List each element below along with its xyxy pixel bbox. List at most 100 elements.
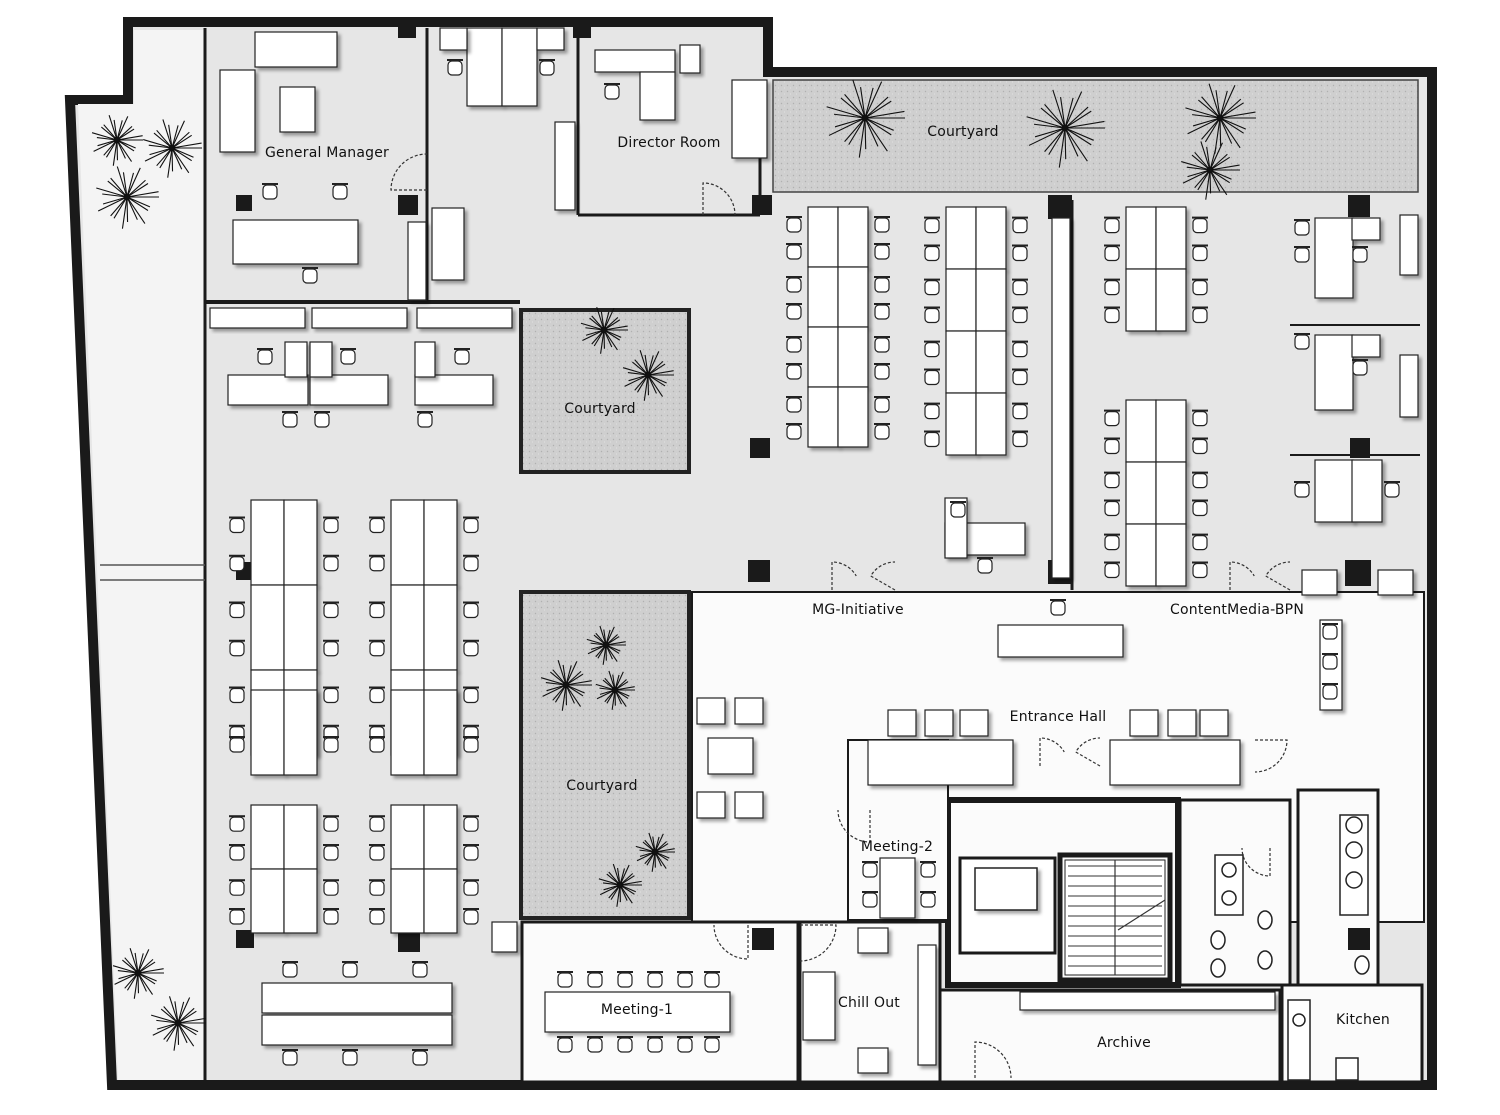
desk-icon xyxy=(250,499,285,586)
desk-icon xyxy=(1199,709,1229,737)
desk-icon xyxy=(679,44,701,74)
office-chair-icon xyxy=(1352,246,1368,263)
stair-treads xyxy=(1068,860,1166,975)
office-chair-icon xyxy=(229,879,245,896)
desk-icon xyxy=(1125,399,1157,463)
office-chair-icon xyxy=(257,348,273,365)
office-chair-icon xyxy=(557,971,573,988)
office-chair-icon xyxy=(463,601,479,619)
office-chair-icon xyxy=(369,908,385,925)
office-chair-icon xyxy=(924,306,940,324)
door-swing-icon xyxy=(1254,739,1288,773)
desk-icon xyxy=(1399,354,1419,418)
desk-icon xyxy=(639,71,676,121)
desk-icon xyxy=(390,584,425,671)
door-swing-icon xyxy=(713,924,749,960)
office-chair-icon xyxy=(1104,306,1120,324)
desk-icon xyxy=(390,804,425,870)
desk-icon xyxy=(1125,523,1157,587)
office-chair-icon xyxy=(1192,306,1208,324)
office-chair-icon xyxy=(1192,409,1208,427)
desk-icon xyxy=(1109,739,1241,786)
desk-icon xyxy=(1377,569,1414,596)
office-chair-icon xyxy=(463,844,479,861)
palm-plant-icon xyxy=(96,166,159,229)
office-chair-icon xyxy=(1104,437,1120,455)
office-chair-icon xyxy=(369,516,385,534)
office-chair-icon xyxy=(229,639,245,657)
desk-icon xyxy=(250,804,285,870)
desk-icon xyxy=(250,868,285,934)
office-chair-icon xyxy=(874,243,890,260)
desk-icon xyxy=(945,206,977,270)
door-swing-icon xyxy=(974,1041,1012,1079)
lift-icon xyxy=(958,856,1057,955)
office-chair-icon xyxy=(1384,481,1400,498)
desk-icon xyxy=(1301,569,1338,596)
office-chair-icon xyxy=(323,516,339,534)
office-chair-icon xyxy=(539,59,555,76)
toilet-icon xyxy=(1210,958,1226,978)
desk-icon xyxy=(439,27,468,51)
desk-icon xyxy=(232,219,359,265)
office-chair-icon xyxy=(369,879,385,896)
desk-icon xyxy=(227,374,309,406)
stair-direction-arrow xyxy=(1117,899,1166,931)
office-chair-icon xyxy=(920,891,936,908)
desk-icon xyxy=(975,268,1007,332)
office-chair-icon xyxy=(463,736,479,753)
desk-icon xyxy=(491,921,518,953)
sink-icon xyxy=(1345,841,1363,859)
desk-icon xyxy=(1167,709,1197,737)
desk-icon xyxy=(261,1014,453,1046)
desk-icon xyxy=(414,374,494,406)
office-chair-icon xyxy=(924,430,940,448)
toilet-icon xyxy=(1210,930,1226,950)
palm-plant-icon xyxy=(586,625,626,665)
desk-icon xyxy=(279,86,316,133)
desk-icon xyxy=(423,804,458,870)
palm-plant-icon xyxy=(150,996,206,1051)
desk-icon xyxy=(283,868,318,934)
office-chair-icon xyxy=(786,243,802,260)
office-chair-icon xyxy=(977,557,993,574)
office-chair-icon xyxy=(412,1049,428,1066)
palm-plant-icon xyxy=(595,670,635,710)
sink-icon xyxy=(1221,862,1237,878)
office-chair-icon xyxy=(323,686,339,704)
plants-layer xyxy=(91,79,1256,1051)
office-chair-icon xyxy=(369,686,385,704)
desk-icon xyxy=(1351,217,1381,241)
desk-icon xyxy=(1019,991,1276,1011)
office-chair-icon xyxy=(463,879,479,896)
office-chair-icon xyxy=(1192,278,1208,296)
door-swing-icon xyxy=(1241,847,1271,877)
office-chair-icon xyxy=(1192,216,1208,234)
palm-plant-icon xyxy=(598,863,642,907)
desk-icon xyxy=(309,374,389,406)
office-chair-icon xyxy=(463,554,479,572)
door-swing-icon xyxy=(837,809,871,843)
office-chair-icon xyxy=(463,686,479,704)
office-chair-icon xyxy=(323,601,339,619)
office-chair-icon xyxy=(323,844,339,861)
office-chair-icon xyxy=(1104,561,1120,579)
office-chair-icon xyxy=(1104,278,1120,296)
desk-icon xyxy=(696,791,726,819)
palm-plant-icon xyxy=(1026,89,1105,168)
office-chair-icon xyxy=(647,1036,663,1053)
desk-icon xyxy=(1051,217,1071,579)
desk-icon xyxy=(536,27,565,51)
door-swing-icon xyxy=(1229,561,1255,590)
office-chair-icon xyxy=(786,216,802,233)
office-chair-icon xyxy=(786,423,802,440)
sofa-icon xyxy=(431,207,465,281)
office-chair-icon xyxy=(786,396,802,413)
office-chair-icon xyxy=(1012,402,1028,420)
toilet-icon xyxy=(1354,955,1370,975)
toilet-icon xyxy=(1257,910,1273,930)
desk-icon xyxy=(837,386,869,448)
office-chair-icon xyxy=(447,59,463,76)
office-chair-icon xyxy=(647,971,663,988)
office-chair-icon xyxy=(1294,246,1310,263)
